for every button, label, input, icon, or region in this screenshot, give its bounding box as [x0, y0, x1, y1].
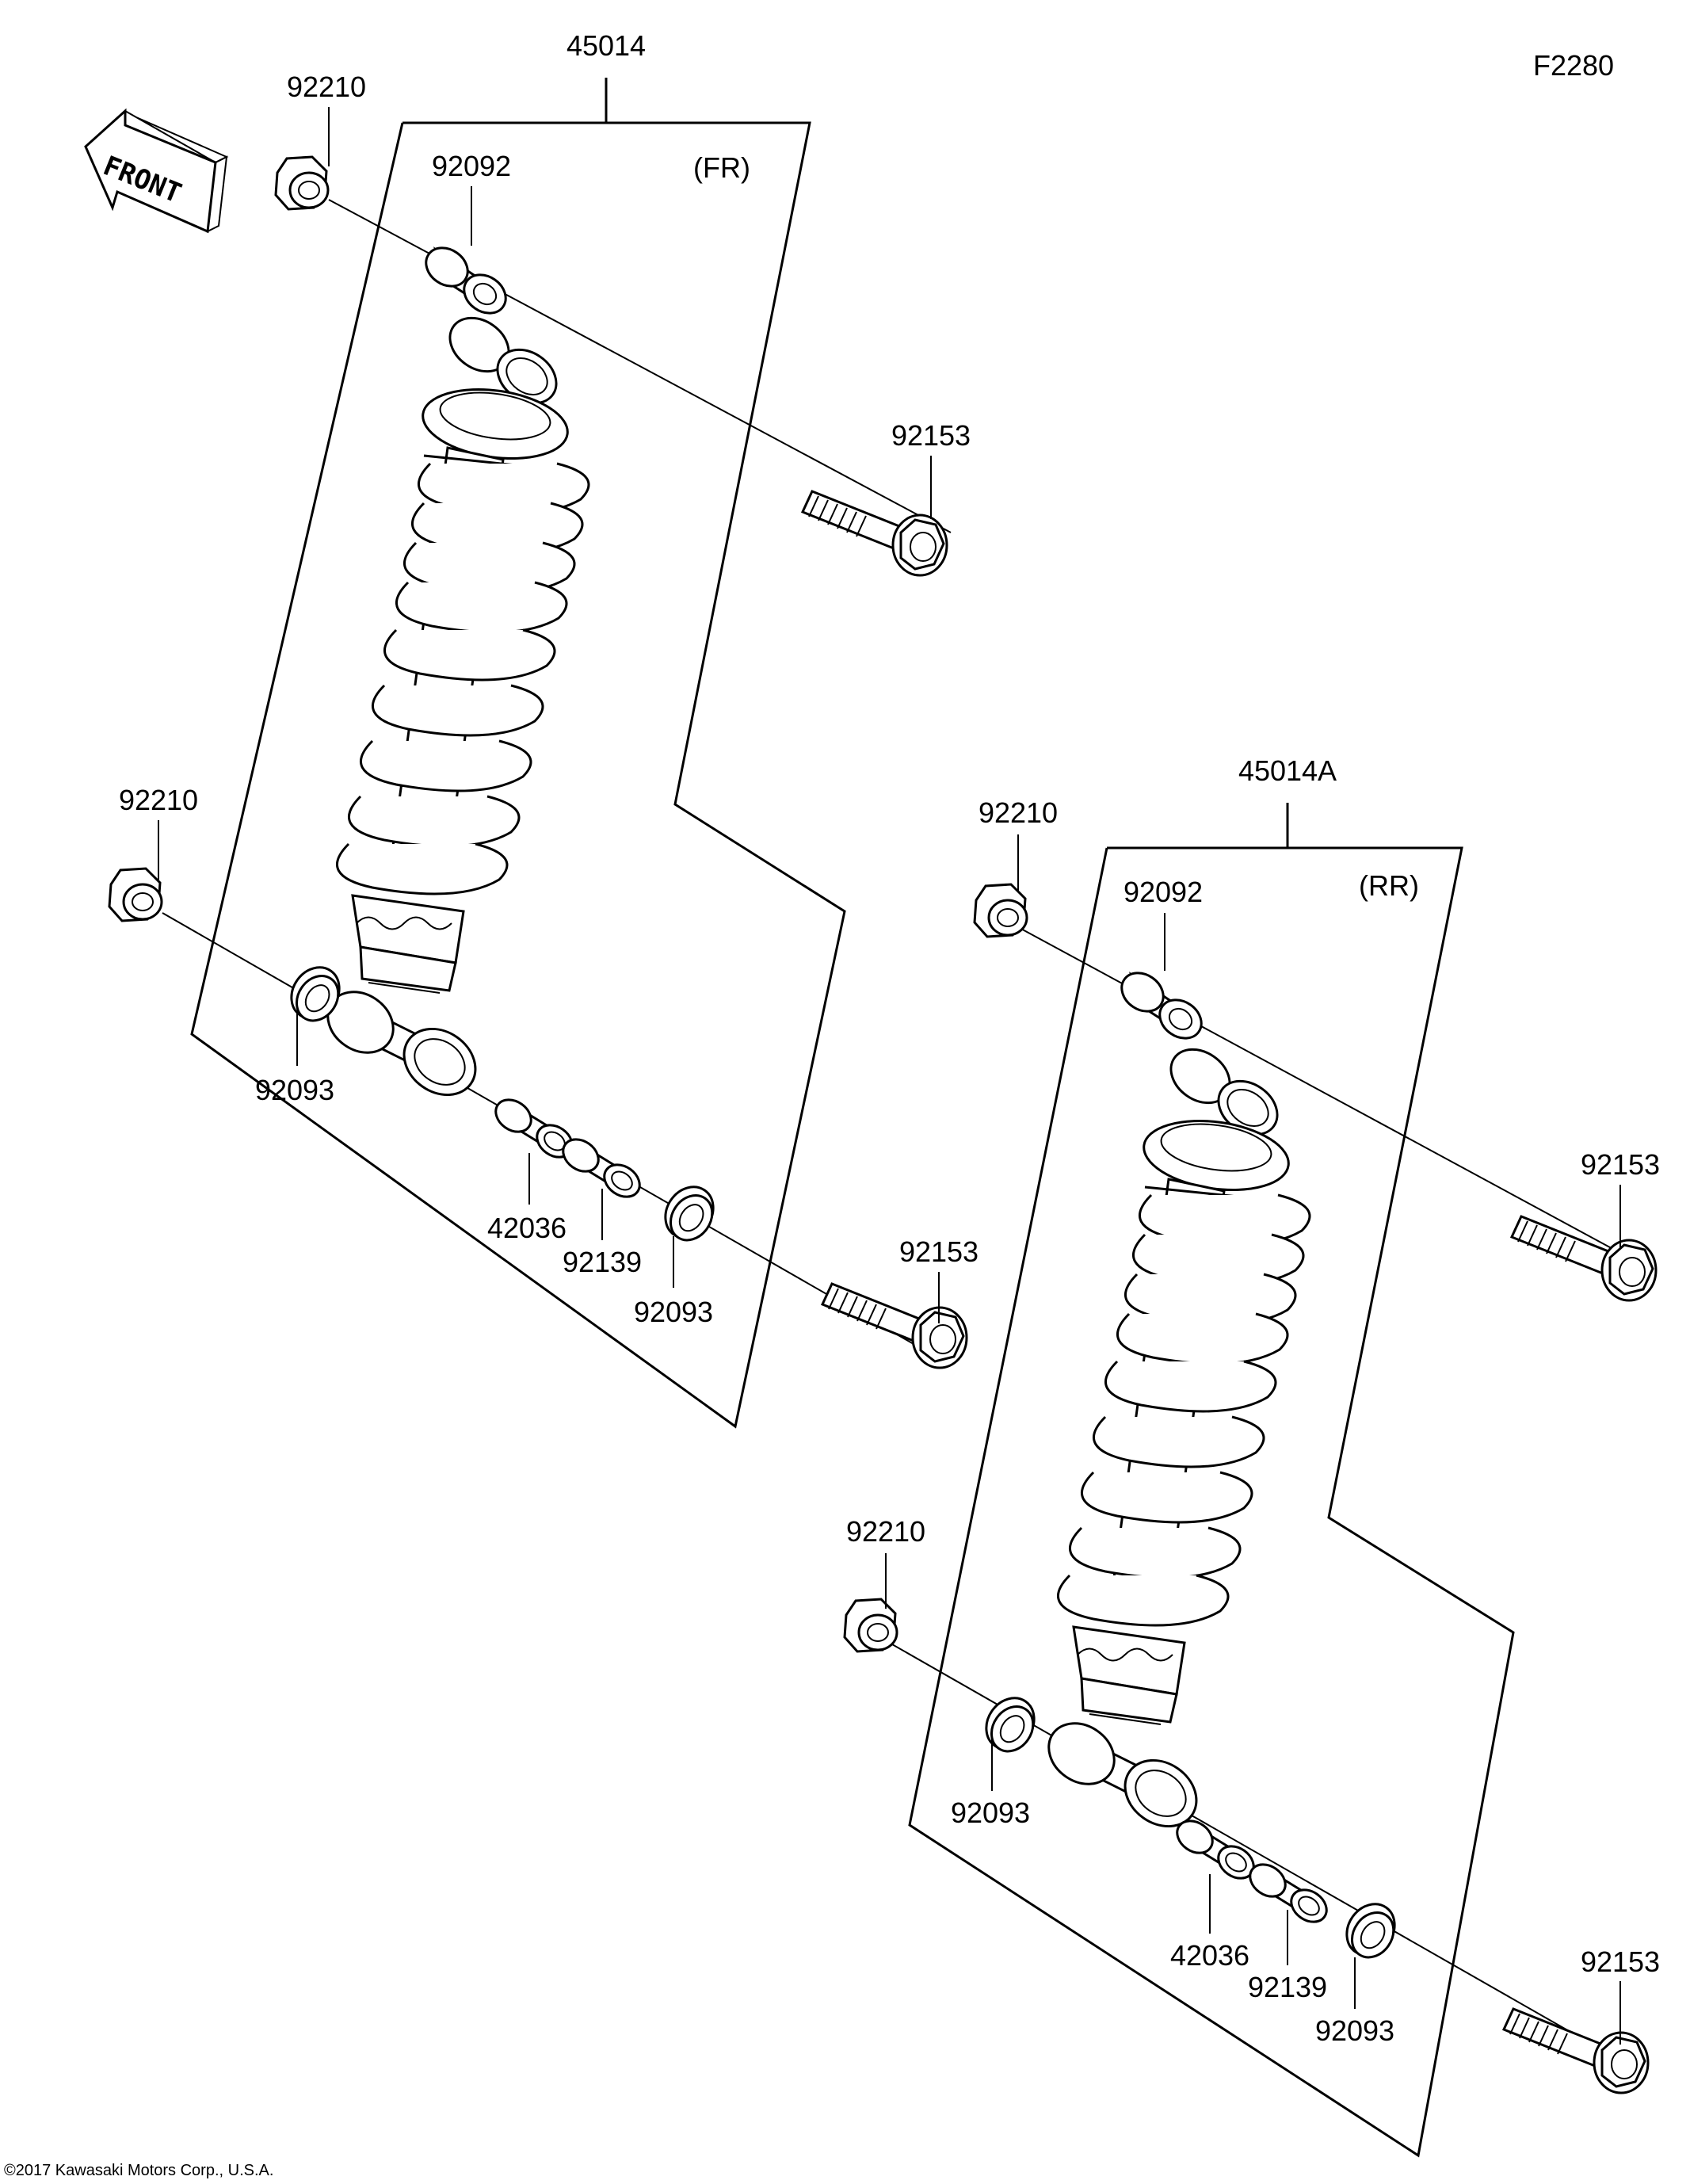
- front-shock-assembly: 45014 (FR) 92210 92092 92153 92210 92093…: [108, 29, 979, 1429]
- front-callout-bottom-seal-right: 92093: [634, 1296, 713, 1328]
- rear-top-nut: [973, 883, 1028, 938]
- rear-bushing: [1169, 1812, 1261, 1887]
- front-bottom-bolt: [821, 1282, 968, 1369]
- front-shock-absorber: [315, 305, 590, 1110]
- front-top-collar: [417, 239, 515, 323]
- rear-callout-bottom-nut: 92210: [846, 1515, 925, 1548]
- rear-bottom-seal-left: [975, 1687, 1045, 1761]
- rear-shock-absorber: [1036, 1037, 1311, 1842]
- front-callout-top-nut: 92210: [287, 71, 366, 103]
- rear-assembly-part-number: 45014A: [1238, 754, 1337, 787]
- rear-callout-bottom-bolt: 92153: [1581, 1945, 1660, 1978]
- front-callout-sleeve: 92139: [563, 1246, 642, 1278]
- rear-shock-assembly: 45014A (RR) 92210 92092 92153 92210 9209…: [843, 754, 1660, 2158]
- rear-bottom-seal-right: [1336, 1893, 1406, 1967]
- front-arrow-icon: FRONT: [84, 108, 229, 234]
- rear-callout-bottom-seal-right: 92093: [1315, 2014, 1394, 2047]
- rear-callout-bushing: 42036: [1170, 1939, 1249, 1972]
- front-top-nut: [274, 155, 330, 211]
- rear-callout-top-bolt: 92153: [1581, 1148, 1660, 1181]
- front-callout-bottom-bolt: 92153: [899, 1235, 979, 1268]
- front-assembly-position-label: (FR): [693, 151, 750, 184]
- front-callout-bottom-seal-left: 92093: [255, 1074, 334, 1106]
- rear-callout-bottom-seal-left: 92093: [951, 1796, 1030, 1829]
- front-bottom-nut: [108, 867, 163, 922]
- front-callout-bottom-nut: 92210: [119, 784, 198, 816]
- rear-callout-top-collar: 92092: [1123, 876, 1203, 908]
- rear-top-bolt: [1510, 1215, 1658, 1302]
- diagram-code: F2280: [1533, 49, 1614, 82]
- front-callout-top-bolt: 92153: [891, 419, 971, 452]
- rear-top-collar: [1112, 964, 1211, 1048]
- front-callout-top-collar: 92092: [432, 150, 511, 182]
- rear-bottom-nut: [843, 1598, 898, 1653]
- copyright-notice: ©2017 Kawasaki Motors Corp., U.S.A.: [4, 2162, 273, 2179]
- front-top-bolt: [801, 490, 948, 577]
- rear-assembly-position-label: (RR): [1359, 869, 1419, 902]
- rear-callout-top-nut: 92210: [979, 796, 1058, 829]
- rear-bottom-bolt: [1502, 2007, 1650, 2094]
- rear-callout-sleeve: 92139: [1248, 1971, 1327, 2003]
- front-callout-bushing: 42036: [487, 1212, 567, 1244]
- front-assembly-part-number: 45014: [567, 29, 646, 62]
- front-bottom-seal-right: [654, 1176, 724, 1250]
